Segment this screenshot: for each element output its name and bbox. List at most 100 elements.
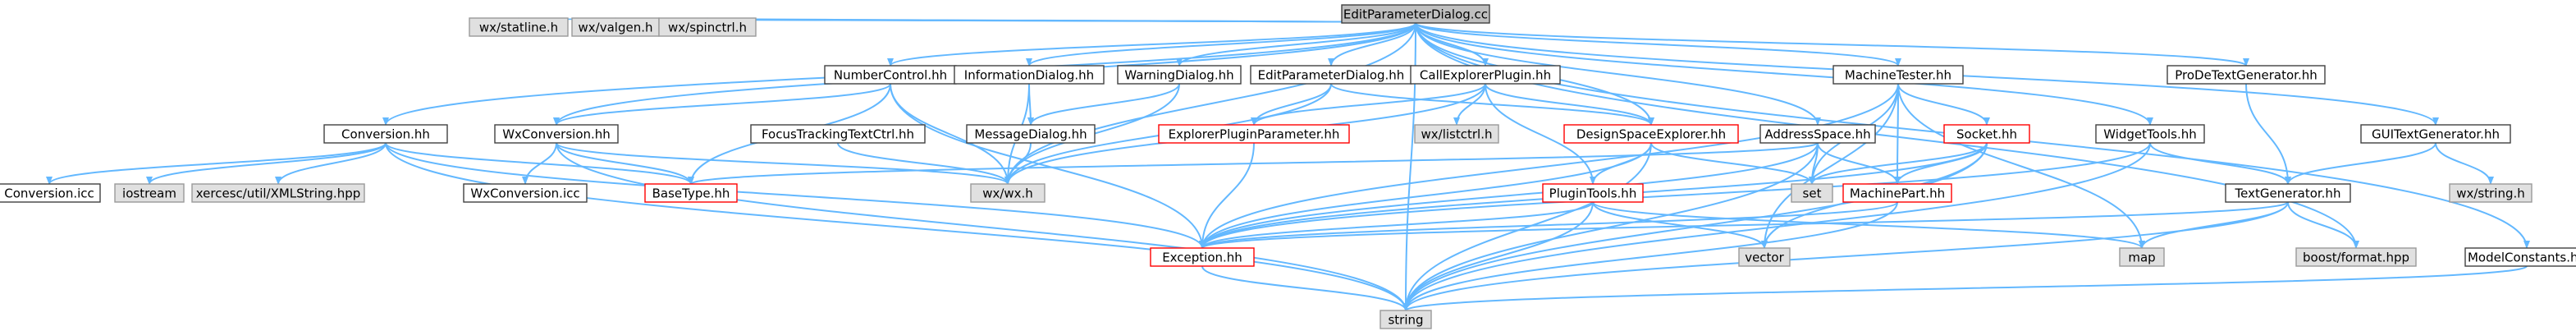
node-map[interactable]: map [2119, 247, 2165, 267]
node-box-map[interactable] [2119, 247, 2165, 267]
node-prodetext[interactable]: ProDeTextGenerator.hh [2166, 65, 2326, 85]
node-xercesc[interactable]: xercesc/util/XMLString.hpp [191, 183, 365, 203]
node-wxconvicc[interactable]: WxConversion.icc [463, 183, 588, 203]
node-box-textgen[interactable] [2225, 183, 2351, 203]
node-conversion[interactable]: Conversion.hh [323, 124, 448, 144]
node-wxstring[interactable]: wx/string.h [2449, 183, 2533, 203]
edge-guitext-to-textgen [2285, 142, 2436, 185]
node-boostformat[interactable]: boost/format.hpp [2295, 247, 2417, 267]
edge-wxconv-to-wxconvicc [522, 142, 557, 185]
node-listctrl[interactable]: wx/listctrl.h [1414, 124, 1499, 144]
edge-conversion-to-xercesc [275, 142, 387, 185]
node-modelconst[interactable]: ModelConstants.hh [2464, 247, 2576, 267]
node-box-focustrack[interactable] [750, 124, 926, 144]
edge-addrspace-to-exception [1199, 142, 1819, 249]
node-explplugparam[interactable]: ExplorerPluginParameter.hh [1158, 124, 1350, 144]
nodes-layer: EditParameterDialog.cc wx/statline.h wx/va… [0, 4, 2576, 329]
node-box-callexp[interactable] [1410, 65, 1561, 85]
node-box-machtester[interactable] [1832, 65, 1964, 85]
edge-wxconv-to-wxwx [556, 142, 1011, 185]
node-callexp[interactable]: CallExplorerPlugin.hh [1410, 65, 1561, 85]
node-box-string[interactable] [1380, 310, 1432, 329]
node-label-modelconst: ModelConstants.hh [2468, 251, 2576, 265]
node-box-vector[interactable] [1738, 247, 1791, 267]
node-box-modelconst[interactable] [2464, 247, 2576, 267]
node-box-wxstring[interactable] [2449, 183, 2533, 203]
node-warndlg[interactable]: WarningDialog.hh [1117, 65, 1242, 85]
node-box-statline[interactable] [469, 17, 569, 37]
node-box-exception[interactable] [1150, 247, 1255, 267]
node-label-machinepart: MachinePart.hh [1850, 186, 1945, 201]
edge-addrspace-to-basetype [688, 142, 1819, 185]
node-textgen[interactable]: TextGenerator.hh [2225, 183, 2351, 203]
node-box-listctrl[interactable] [1414, 124, 1499, 144]
edge-textgen-to-exception [1199, 201, 2289, 249]
node-addrspace[interactable]: AddressSpace.hh [1759, 124, 1876, 144]
node-box-warndlg[interactable] [1117, 65, 1242, 85]
edge-editdlghh-to-dse [1330, 83, 1654, 126]
node-string[interactable]: string [1380, 310, 1432, 329]
node-label-machtester: MachineTester.hh [1845, 68, 1951, 83]
node-socket[interactable]: Socket.hh [1943, 124, 2030, 144]
node-statline[interactable]: wx/statline.h [469, 17, 569, 37]
node-box-iostream[interactable] [114, 183, 185, 203]
node-box-xercesc[interactable] [191, 183, 365, 203]
node-guitext[interactable]: GUITextGenerator.hh [2360, 124, 2511, 144]
node-set[interactable]: set [1791, 183, 1833, 203]
node-wxconv[interactable]: WxConversion.hh [494, 124, 619, 144]
node-box-conversion[interactable] [323, 124, 448, 144]
edge-machtester-to-map [1897, 83, 2145, 249]
node-box-boostformat[interactable] [2295, 247, 2417, 267]
node-label-spinctrl: wx/spinctrl.h [668, 21, 747, 35]
node-root[interactable]: EditParameterDialog.cc [1341, 4, 1490, 24]
node-basetype[interactable]: BaseType.hh [644, 183, 738, 203]
edge-root-to-machtester [1415, 22, 1901, 67]
node-box-addrspace[interactable] [1759, 124, 1876, 144]
edge-plugintools-to-exception [1199, 201, 1594, 249]
node-dse[interactable]: DesignSpaceExplorer.hh [1563, 124, 1739, 144]
node-box-machinepart[interactable] [1842, 183, 1952, 203]
node-box-root[interactable] [1341, 4, 1490, 24]
node-numberctrl[interactable]: NumberControl.hh [824, 65, 957, 85]
node-box-plugintools[interactable] [1542, 183, 1644, 203]
node-vector[interactable]: vector [1738, 247, 1791, 267]
node-valgen[interactable]: wx/valgen.h [571, 17, 660, 37]
node-box-infodlg[interactable] [954, 65, 1105, 85]
node-iostream[interactable]: iostream [114, 183, 185, 203]
node-label-callexp: CallExplorerPlugin.hh [1420, 68, 1551, 83]
node-box-wxconvicc[interactable] [463, 183, 588, 203]
node-label-wxwx: wx/wx.h [982, 186, 1033, 201]
node-wxwx[interactable]: wx/wx.h [970, 183, 1045, 203]
node-box-convicc[interactable] [0, 183, 101, 203]
node-spinctrl[interactable]: wx/spinctrl.h [658, 17, 757, 37]
edge-root-to-infodlg [1026, 22, 1416, 67]
node-box-prodetext[interactable] [2166, 65, 2326, 85]
node-box-spinctrl[interactable] [658, 17, 757, 37]
node-editdlghh[interactable]: EditParameterDialog.hh [1250, 65, 1412, 85]
node-box-socket[interactable] [1943, 124, 2030, 144]
edge-root-to-widgettools [1415, 22, 2153, 126]
node-infodlg[interactable]: InformationDialog.hh [954, 65, 1105, 85]
node-box-wxconv[interactable] [494, 124, 619, 144]
node-msgdlg[interactable]: MessageDialog.hh [966, 124, 1096, 144]
edge-socket-to-set [1809, 142, 1988, 185]
node-focustrack[interactable]: FocusTrackingTextCtrl.hh [750, 124, 926, 144]
node-convicc[interactable]: Conversion.icc [0, 183, 101, 203]
node-machtester[interactable]: MachineTester.hh [1832, 65, 1964, 85]
edge-root-to-prodetext [1415, 22, 2249, 67]
node-box-set[interactable] [1791, 183, 1833, 203]
node-box-msgdlg[interactable] [966, 124, 1096, 144]
node-machinepart[interactable]: MachinePart.hh [1842, 183, 1952, 203]
node-plugintools[interactable]: PluginTools.hh [1542, 183, 1644, 203]
node-box-widgettools[interactable] [2095, 124, 2205, 144]
node-label-statline: wx/statline.h [479, 21, 558, 35]
node-box-dse[interactable] [1563, 124, 1739, 144]
node-widgettools[interactable]: WidgetTools.hh [2095, 124, 2205, 144]
node-box-basetype[interactable] [644, 183, 738, 203]
edge-plugintools-to-string [1402, 201, 1594, 311]
node-box-wxwx[interactable] [970, 183, 1045, 203]
node-box-guitext[interactable] [2360, 124, 2511, 144]
node-exception[interactable]: Exception.hh [1150, 247, 1255, 267]
node-label-valgen: wx/valgen.h [579, 21, 653, 35]
node-box-explplugparam[interactable] [1158, 124, 1350, 144]
